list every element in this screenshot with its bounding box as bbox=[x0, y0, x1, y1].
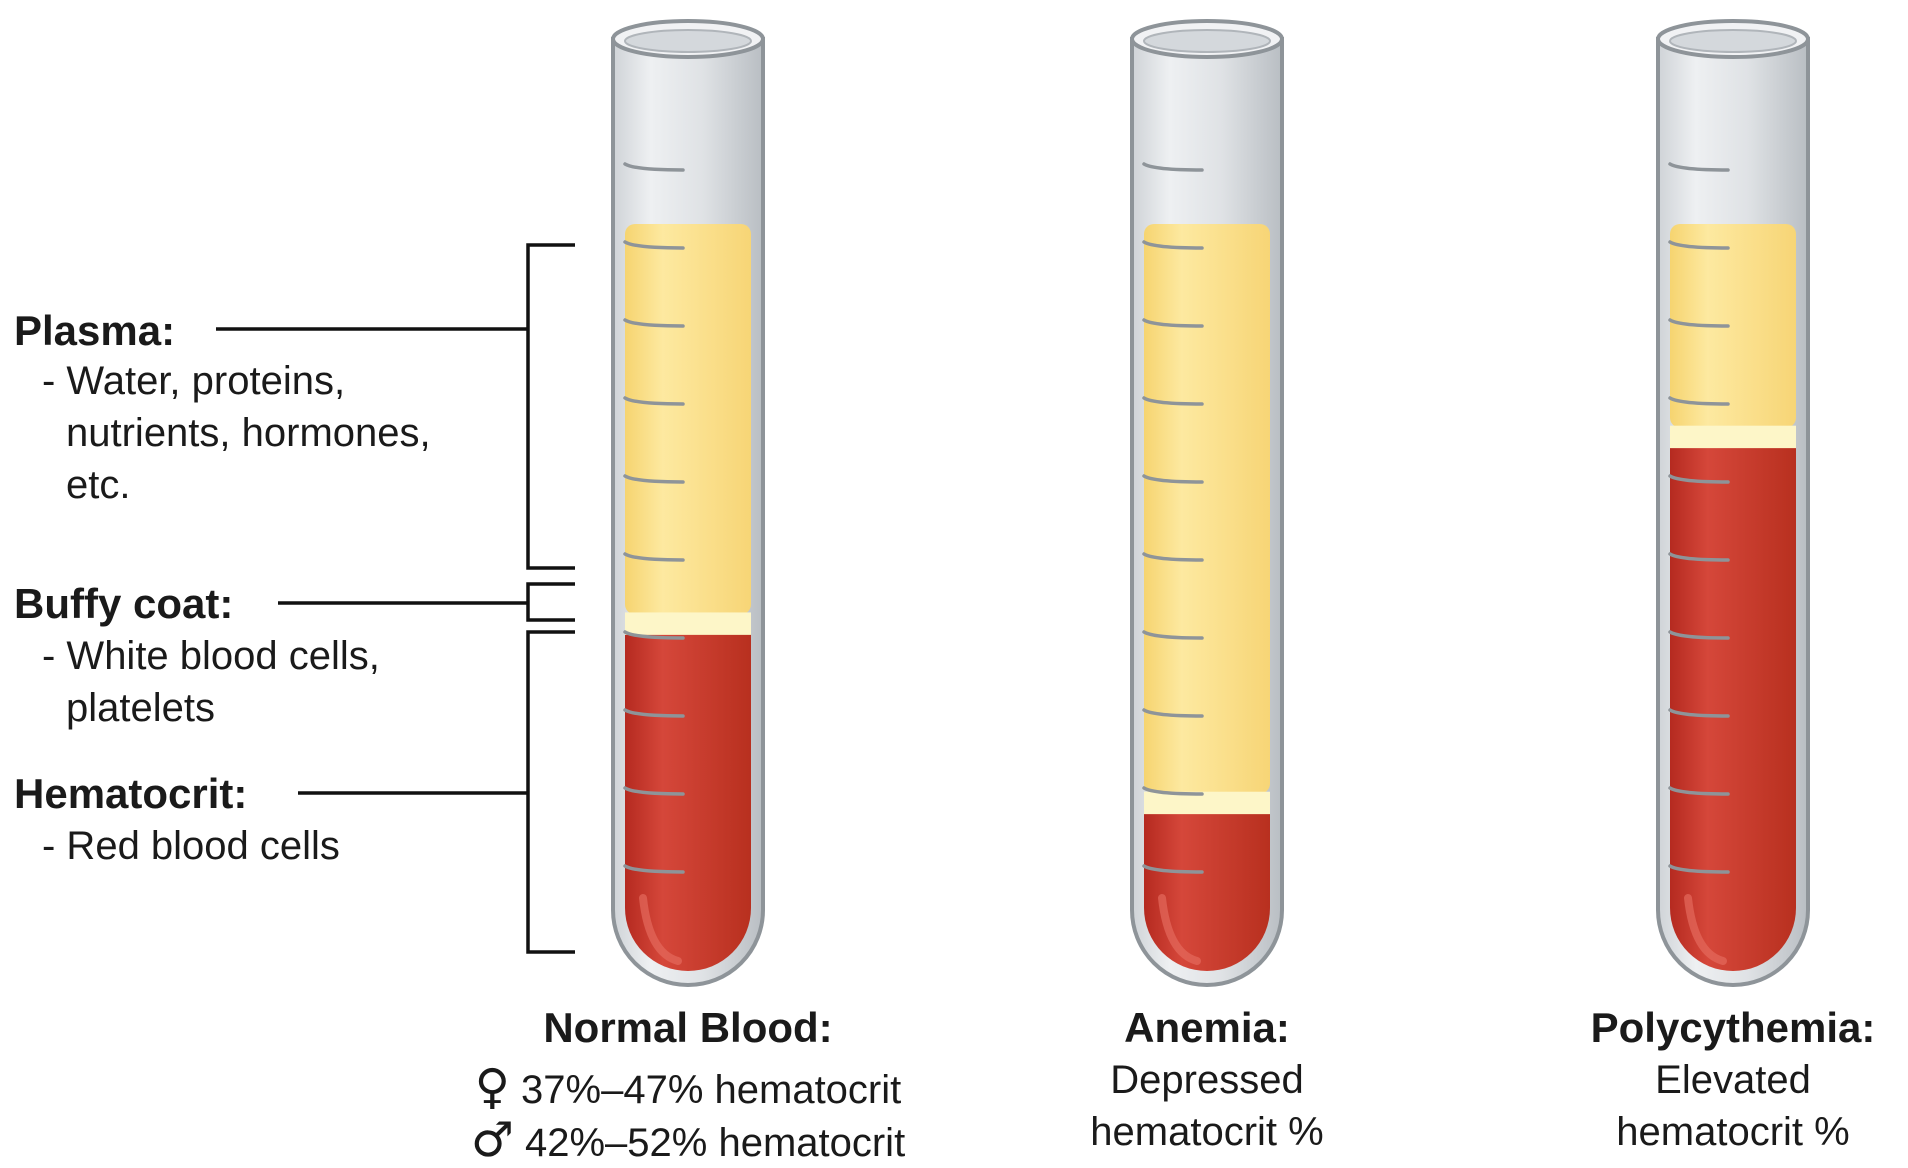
polycythemia-title: Polycythemia: bbox=[1591, 1007, 1876, 1049]
normal-blood-buffy-coat-layer bbox=[625, 612, 751, 636]
anemia-plasma-layer bbox=[1144, 224, 1270, 794]
plasma-label: Plasma: bbox=[14, 310, 175, 352]
hematocrit-desc-line-1: - Red blood cells bbox=[42, 826, 340, 866]
anemia-rbc-layer bbox=[1144, 814, 1270, 971]
hematocrit-label: Hematocrit: bbox=[14, 773, 247, 815]
anemia-desc-line-1: Depressed bbox=[1110, 1060, 1303, 1100]
female-symbol-icon: ♀ bbox=[475, 1059, 510, 1115]
normal-blood-female-range: ♀ 37%–47% hematocrit bbox=[475, 1063, 902, 1111]
plasma-bracket bbox=[528, 245, 575, 568]
anemia-tube-opening bbox=[1144, 30, 1270, 52]
anemia-buffy-coat-layer bbox=[1144, 792, 1270, 816]
anemia-title: Anemia: bbox=[1124, 1007, 1290, 1049]
polycythemia-tube-opening bbox=[1670, 30, 1796, 52]
normal-blood-plasma-layer bbox=[625, 224, 751, 614]
plasma-desc-line-2: nutrients, hormones, bbox=[66, 413, 431, 453]
normal-blood-tube-opening bbox=[625, 30, 751, 52]
hematocrit-bracket bbox=[528, 632, 575, 952]
buffy-coat-desc-line-1: - White blood cells, bbox=[42, 636, 380, 676]
normal-blood-male-range: ♂ 42%–52% hematocrit bbox=[471, 1116, 905, 1164]
polycythemia-buffy-coat-layer bbox=[1670, 426, 1796, 450]
normal-blood-male-text: 42%–52% hematocrit bbox=[525, 1121, 905, 1165]
buffy-coat-desc-line-2: platelets bbox=[66, 688, 215, 728]
normal-blood-female-text: 37%–47% hematocrit bbox=[521, 1068, 901, 1112]
polycythemia-desc-line-1: Elevated bbox=[1655, 1060, 1811, 1100]
buffy-coat-label: Buffy coat: bbox=[14, 583, 233, 625]
normal-blood-title: Normal Blood: bbox=[543, 1007, 832, 1049]
buffy-coat-bracket bbox=[528, 584, 575, 620]
male-symbol-icon: ♂ bbox=[471, 1112, 514, 1168]
polycythemia-rbc-layer bbox=[1670, 448, 1796, 971]
plasma-desc-line-3: etc. bbox=[66, 465, 130, 505]
plasma-desc-line-1: - Water, proteins, bbox=[42, 361, 345, 401]
polycythemia-desc-line-2: hematocrit % bbox=[1616, 1112, 1849, 1152]
anemia-desc-line-2: hematocrit % bbox=[1090, 1112, 1323, 1152]
